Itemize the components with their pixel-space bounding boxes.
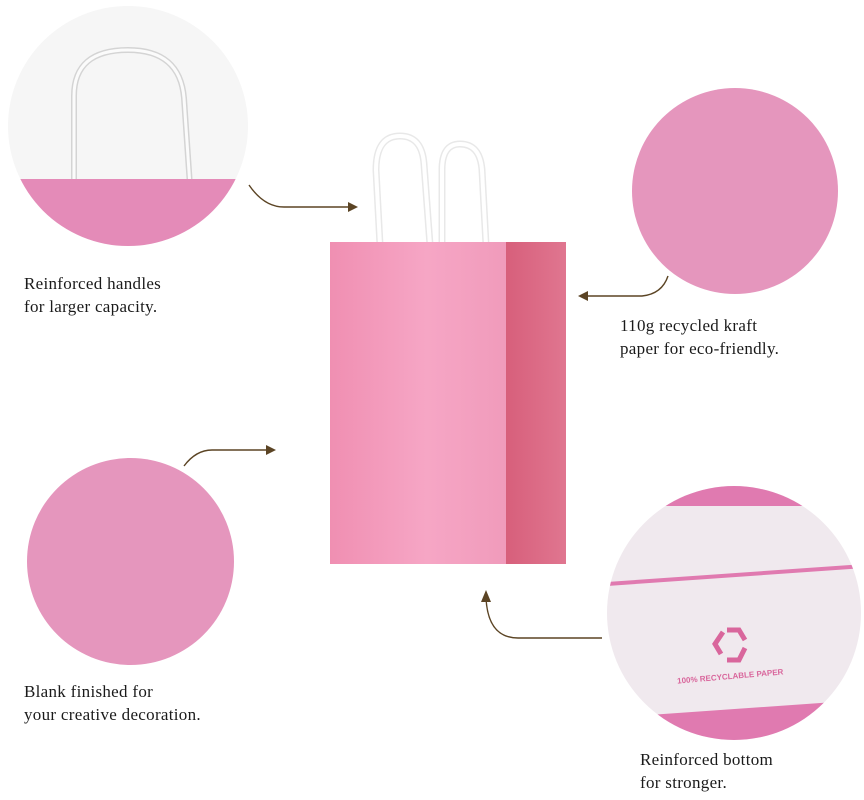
caption-handles: Reinforced handles for larger capacity. [24,272,161,318]
arrow-right-icon [248,184,358,212]
bottom-top-band [607,486,861,506]
bottom-fold-edge [607,561,861,586]
bag-top-band [8,179,248,246]
caption-blank: Blank finished for your creative decorat… [24,680,201,726]
caption-line: for stronger. [640,773,727,792]
recyclable-print: 100% RECYCLABLE PAPER [676,667,784,686]
caption-bottom: Reinforced bottom for stronger. [640,748,773,794]
caption-line: 110g recycled kraft [620,316,758,335]
caption-line: for larger capacity. [24,297,158,316]
handle-icon [71,46,193,187]
caption-line: Reinforced handles [24,274,162,293]
bag-front [330,242,506,564]
recycle-icon [712,627,748,663]
arrow-right-icon [183,445,276,467]
caption-line: paper for eco-friendly. [620,339,780,358]
caption-line: Reinforced bottom [640,750,774,769]
bag-side [506,242,566,564]
handles-closeup-circle [8,6,248,246]
bag-bottom-closeup-circle: 100% RECYCLABLE PAPER [607,486,861,740]
paper-swatch-circle [632,88,838,294]
caption-paper: 110g recycled kraft paper for eco-friend… [620,314,779,360]
caption-line: your creative decoration. [24,705,201,724]
arrow-up-icon [481,590,602,639]
bag-handles-icon [372,132,490,246]
bottom-lower-band [607,697,861,740]
product-bag [330,130,580,570]
blank-swatch-circle [27,458,234,665]
caption-line: Blank finished for [24,682,154,701]
arrow-left-icon [578,275,669,301]
